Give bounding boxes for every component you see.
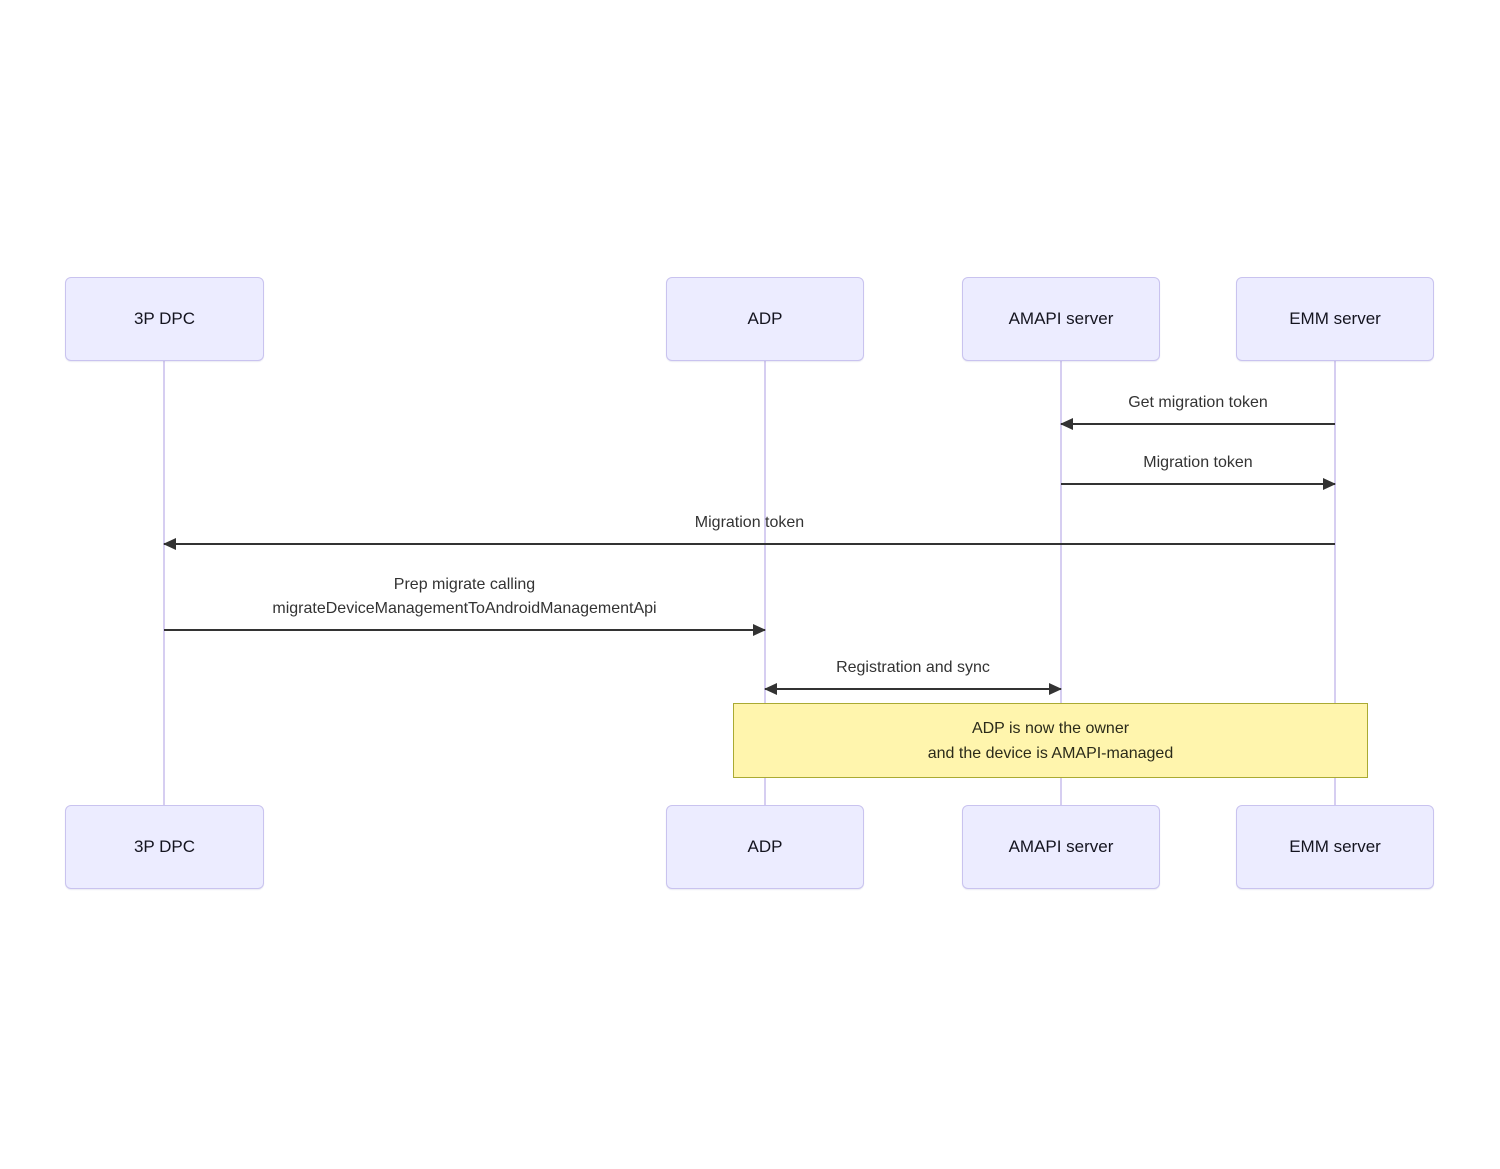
actor-top-amapi-server: AMAPI server: [962, 277, 1160, 361]
message-line: [164, 629, 765, 631]
arrowhead-left-icon: [1060, 418, 1073, 430]
note-line2: and the device is AMAPI-managed: [927, 744, 1174, 762]
actor-label: ADP: [747, 837, 783, 856]
actor-top-adp: ADP: [666, 277, 864, 361]
actor-label: AMAPI server: [1008, 837, 1114, 856]
actor-label: 3P DPC: [133, 309, 196, 328]
message-line: [765, 688, 1061, 690]
lifeline-amapi-server: [1060, 361, 1062, 806]
lifeline-3p-dpc: [163, 361, 165, 806]
message-label: Migration token: [1143, 454, 1253, 471]
message-label-line1: Prep migrate calling: [393, 576, 536, 593]
actor-top-3p-dpc: 3P DPC: [65, 277, 264, 361]
message-line: [164, 543, 1335, 545]
message-label: Get migration token: [1128, 394, 1268, 411]
arrowhead-left-icon: [764, 683, 777, 695]
message-line: [1061, 423, 1335, 425]
actor-top-emm-server: EMM server: [1236, 277, 1434, 361]
arrowhead-right-icon: [1049, 683, 1062, 695]
message-line: [1061, 483, 1335, 485]
note-adp-owner: ADP is now the owner and the device is A…: [733, 703, 1368, 778]
message-label: Migration token: [694, 514, 805, 531]
actor-label: ADP: [747, 309, 783, 328]
actor-bottom-3p-dpc: 3P DPC: [65, 805, 264, 889]
actor-label: AMAPI server: [1008, 309, 1114, 328]
actor-label: 3P DPC: [133, 837, 196, 856]
arrowhead-right-icon: [1323, 478, 1336, 490]
actor-label: EMM server: [1289, 309, 1381, 328]
actor-bottom-adp: ADP: [666, 805, 864, 889]
actor-bottom-amapi-server: AMAPI server: [962, 805, 1160, 889]
message-label: Prep migrate calling migrateDeviceManage…: [164, 573, 765, 621]
lifeline-emm-server: [1334, 361, 1336, 806]
message-label-line2: migrateDeviceManagementToAndroidManageme…: [272, 600, 657, 617]
actor-label: EMM server: [1289, 837, 1381, 856]
note-line1: ADP is now the owner: [971, 719, 1130, 737]
arrowhead-right-icon: [753, 624, 766, 636]
arrowhead-left-icon: [163, 538, 176, 550]
message-label: Registration and sync: [836, 659, 990, 676]
lifeline-adp: [764, 361, 766, 806]
actor-bottom-emm-server: EMM server: [1236, 805, 1434, 889]
